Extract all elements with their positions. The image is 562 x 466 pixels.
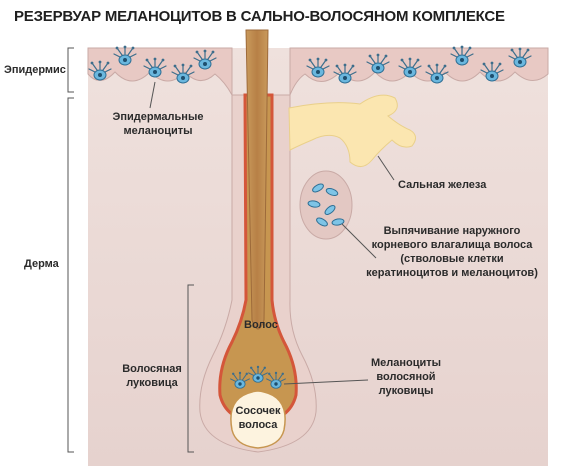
label-papilla: Сосочек волоса bbox=[235, 405, 281, 431]
label-bulb-melanocytes: Меланоциты волосяной луковицы bbox=[370, 357, 442, 397]
sebaceous-gland-shape bbox=[288, 94, 416, 167]
hair-bulb-bracket bbox=[187, 284, 194, 453]
pointer-lines bbox=[149, 81, 395, 385]
label-epidermis: Эпидермис bbox=[4, 64, 66, 76]
bulge-region bbox=[299, 170, 353, 240]
label-dermis: Дерма bbox=[24, 258, 59, 270]
epidermis-bracket bbox=[67, 47, 74, 93]
hair-shaft bbox=[245, 29, 269, 330]
dermal-papilla bbox=[230, 390, 286, 449]
label-sebaceous-gland: Сальная железа bbox=[398, 179, 487, 191]
label-bulge: Выпячивание наружного корневого влагалищ… bbox=[366, 225, 538, 279]
label-hair-bulb: Волосяная луковица bbox=[122, 363, 182, 389]
label-epidermal-melanocytes: Эпидермальные меланоциты bbox=[112, 111, 204, 137]
label-hair: Волос bbox=[244, 319, 278, 331]
diagram-title: РЕЗЕРВУАР МЕЛАНОЦИТОВ В САЛЬНО-ВОЛОСЯНОМ… bbox=[14, 8, 505, 25]
dermis-bracket bbox=[67, 97, 74, 453]
stem-cell-icon bbox=[307, 183, 345, 227]
